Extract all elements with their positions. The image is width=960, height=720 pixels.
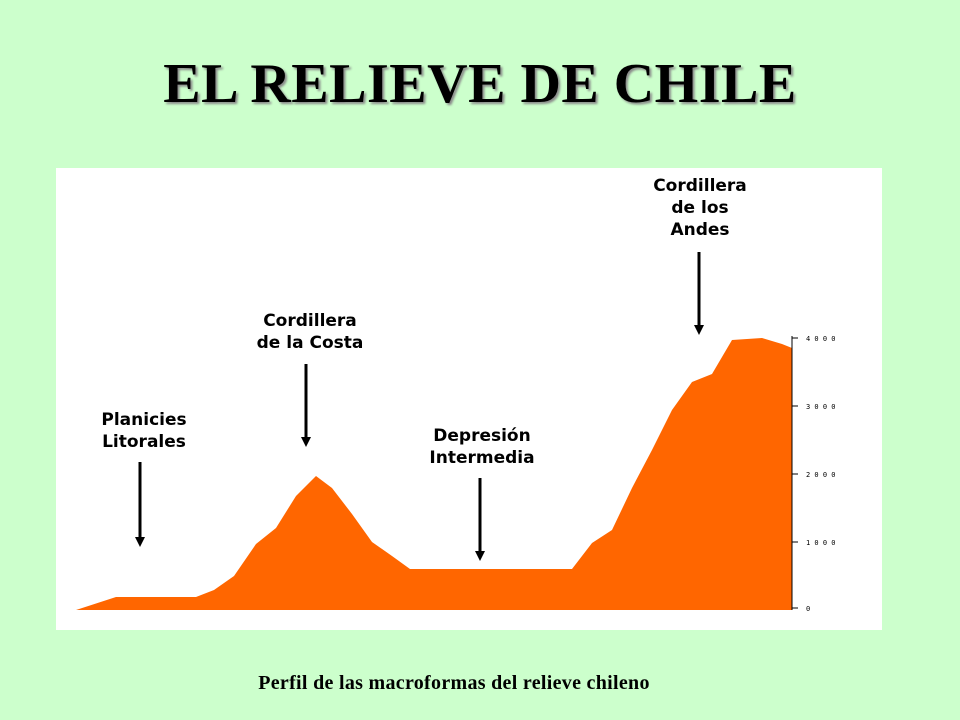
label-line: de la Costa	[257, 333, 364, 353]
label-line: Planicies	[101, 410, 186, 430]
altitude-scale: 4 0 0 0 3 0 0 0 2 0 0 0 1 0 0 0 0	[791, 335, 836, 613]
label-depresion-intermedia: Depresión Intermedia	[429, 426, 535, 561]
label-line: de los	[671, 198, 728, 218]
figure-caption: Perfil de las macroformas del relieve ch…	[258, 672, 650, 694]
label-cordillera-andes: Cordillera de los Andes	[653, 176, 747, 335]
label-line: Cordillera	[263, 311, 357, 331]
relief-profile-panel: 4 0 0 0 3 0 0 0 2 0 0 0 1 0 0 0 0 Planic…	[56, 168, 882, 630]
label-cordillera-costa: Cordillera de la Costa	[257, 311, 364, 447]
relief-profile-diagram: 4 0 0 0 3 0 0 0 2 0 0 0 1 0 0 0 0 Planic…	[76, 176, 836, 613]
relief-profile-shape	[76, 338, 792, 610]
label-line: Andes	[670, 220, 729, 240]
scale-tick-1000: 1 0 0 0	[806, 539, 836, 547]
page-title: EL RELIEVE DE CHILE	[163, 53, 797, 115]
scale-tick-0: 0	[806, 605, 810, 613]
label-line: Depresión	[433, 426, 530, 446]
scale-tick-2000: 2 0 0 0	[806, 471, 836, 479]
label-line: Cordillera	[653, 176, 747, 196]
scale-tick-3000: 3 0 0 0	[806, 403, 836, 411]
label-line: Litorales	[102, 432, 186, 452]
scale-tick-4000: 4 0 0 0	[806, 335, 836, 343]
label-planicies-litorales: Planicies Litorales	[101, 410, 187, 547]
label-line: Intermedia	[429, 448, 534, 468]
